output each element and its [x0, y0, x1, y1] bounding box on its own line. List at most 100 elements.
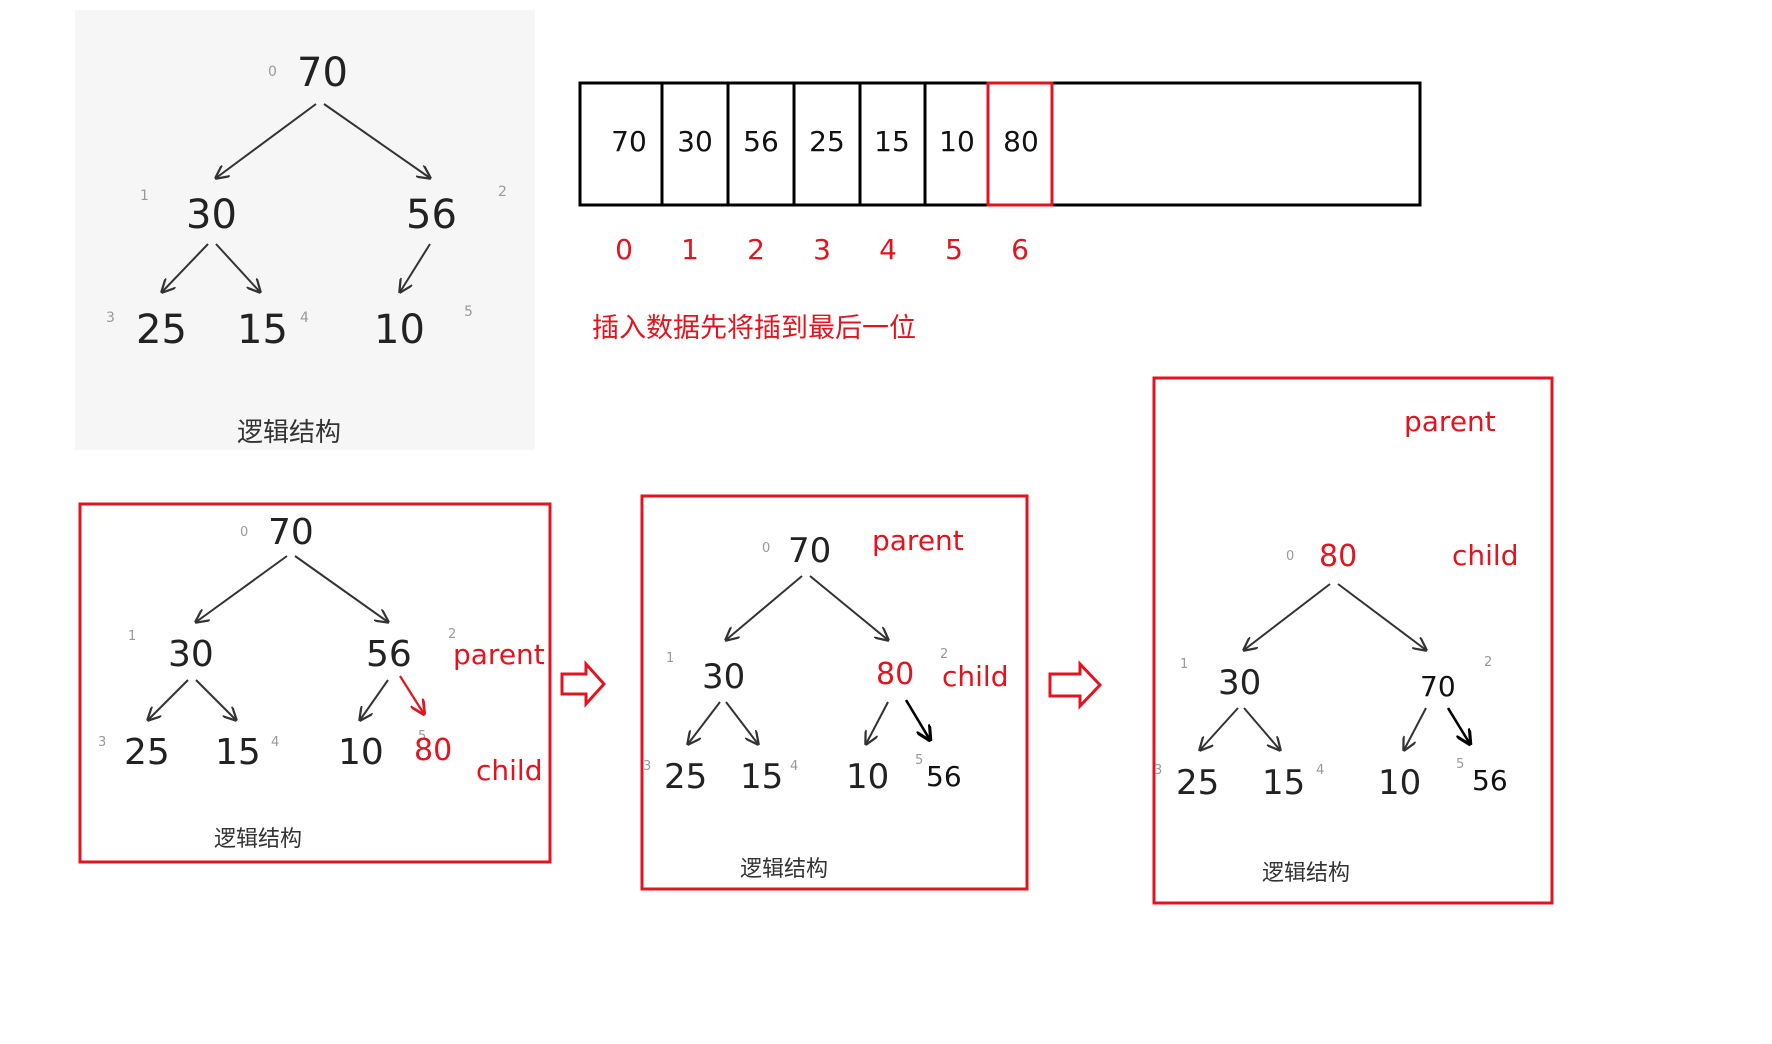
edge — [323, 103, 430, 178]
tree-node: 25 — [664, 757, 707, 797]
edge — [216, 103, 317, 178]
child-label: child — [942, 660, 1008, 693]
tree-node: 30 — [1218, 663, 1261, 703]
edge — [400, 243, 431, 292]
node-index: 1 — [1180, 657, 1188, 672]
node-index: 5 — [418, 729, 426, 744]
tree-node: 80 — [414, 733, 452, 768]
tree-node: 56 — [406, 192, 457, 238]
tree-node: 70 — [268, 512, 314, 553]
tree-edges — [148, 555, 388, 720]
node-index: 3 — [106, 310, 115, 326]
node-index: 3 — [98, 735, 106, 750]
tree-initial-background — [75, 10, 535, 450]
array-dividers — [660, 83, 1054, 205]
array-index: 0 — [615, 233, 633, 266]
array-index: 2 — [747, 233, 765, 266]
step3-frame — [1152, 376, 1554, 905]
array-cell: 70 — [611, 125, 647, 158]
node-index: 0 — [240, 525, 248, 540]
tree-node: 10 — [1378, 763, 1421, 803]
tree-caption: 逻辑结构 — [237, 418, 341, 448]
tree-node: 10 — [338, 732, 384, 773]
node-index: 5 — [1456, 757, 1464, 772]
tree-caption: 逻辑结构 — [214, 827, 302, 852]
array-cell: 10 — [939, 125, 975, 158]
array-index: 6 — [1011, 233, 1029, 266]
node-index: 2 — [940, 647, 948, 662]
tree-step1: 0 70 1 30 2 56 3 25 4 15 5 10 80 parent … — [78, 502, 552, 864]
tree-node: 80 — [876, 657, 914, 692]
swap-edge — [904, 699, 930, 740]
array-index: 4 — [879, 233, 897, 266]
step1-frame — [78, 502, 552, 864]
tree-caption: 逻辑结构 — [1262, 861, 1350, 886]
node-index: 3 — [643, 759, 651, 774]
node-index: 2 — [448, 627, 456, 642]
parent-label: parent — [453, 638, 545, 671]
node-index: 1 — [128, 629, 136, 644]
tree-node: 15 — [215, 732, 261, 773]
tree-node: 56 — [366, 634, 412, 675]
tree-edges — [162, 103, 431, 292]
step2-frame — [640, 494, 1029, 891]
tree-node: 15 — [740, 757, 783, 797]
tree-node: 15 — [237, 307, 288, 353]
array-cell: 30 — [677, 125, 713, 158]
tree-node: 30 — [702, 657, 745, 697]
node-index: 0 — [268, 64, 277, 80]
tree-node: 56 — [1472, 764, 1508, 797]
tree-edges — [688, 575, 888, 744]
tree-node: 70 — [788, 531, 831, 571]
tree-edges — [1200, 583, 1426, 750]
array-index: 3 — [813, 233, 831, 266]
edge — [215, 243, 260, 292]
node-index: 4 — [1316, 763, 1324, 778]
array-cell: 15 — [874, 125, 910, 158]
node-index: 2 — [1484, 655, 1492, 670]
tree-node: 30 — [186, 192, 237, 238]
node-index: 0 — [762, 541, 770, 556]
array-highlight-cell — [986, 81, 1054, 207]
tree-caption: 逻辑结构 — [740, 857, 828, 882]
child-label: child — [476, 754, 542, 787]
tree-node: 30 — [168, 634, 214, 675]
array-index: 1 — [681, 233, 699, 266]
tree-node: 70 — [297, 50, 348, 96]
insert-edge — [399, 675, 424, 714]
tree-node: 80 — [1319, 539, 1357, 574]
node-index: 4 — [300, 310, 309, 326]
tree-node: 15 — [1262, 763, 1305, 803]
tree-initial: 0 70 1 30 2 56 3 25 4 15 5 10 逻辑结构 — [75, 10, 535, 450]
tree-node: 70 — [1420, 670, 1456, 703]
node-index: 0 — [1286, 549, 1294, 564]
array-caption: 插入数据先将插到最后一位 — [592, 313, 916, 344]
tree-node: 10 — [374, 307, 425, 353]
array-cell: 80 — [1003, 125, 1039, 158]
right-outline-arrow-icon — [1048, 660, 1103, 710]
node-index: 2 — [498, 184, 507, 200]
tree-step3: 0 80 1 30 2 70 3 25 4 15 5 10 56 parent … — [1152, 376, 1554, 905]
node-index: 5 — [464, 304, 473, 320]
parent-label: parent — [1404, 405, 1496, 438]
node-index: 3 — [1154, 763, 1162, 778]
parent-label: parent — [872, 524, 964, 557]
right-outline-arrow-icon — [560, 660, 607, 708]
array-view: 70 30 56 25 15 10 80 0 1 2 3 4 5 6 插入数据先… — [578, 81, 1422, 344]
node-index: 4 — [271, 735, 279, 750]
tree-node: 25 — [124, 732, 170, 773]
node-index: 1 — [666, 651, 674, 666]
array-cell: 25 — [809, 125, 845, 158]
tree-node: 25 — [136, 307, 187, 353]
tree-node: 56 — [926, 760, 962, 793]
array-index: 5 — [945, 233, 963, 266]
array-cell: 56 — [743, 125, 779, 158]
node-index: 1 — [140, 188, 149, 204]
edge — [162, 243, 209, 292]
node-index: 4 — [790, 759, 798, 774]
tree-node: 10 — [846, 757, 889, 797]
swap-edge — [1446, 707, 1470, 744]
tree-node: 25 — [1176, 763, 1219, 803]
tree-step2: 0 70 1 30 2 80 3 25 4 15 5 10 56 parent … — [640, 494, 1029, 891]
